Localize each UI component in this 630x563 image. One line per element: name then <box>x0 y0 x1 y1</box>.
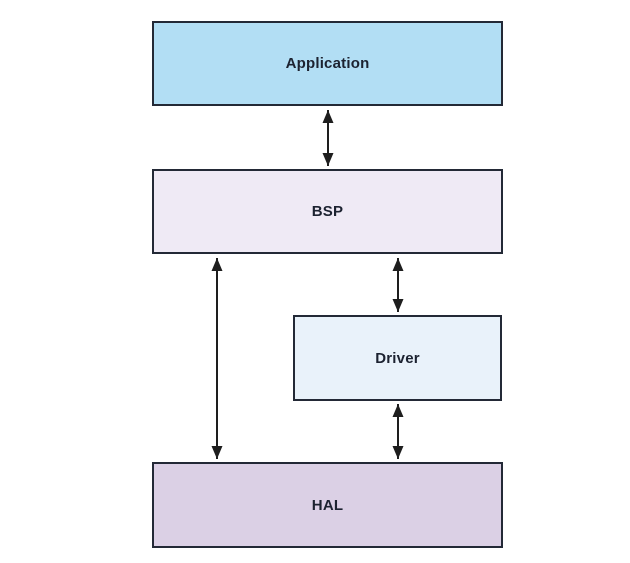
node-driver: Driver <box>293 315 502 401</box>
node-bsp: BSP <box>152 169 503 254</box>
node-application-label: Application <box>285 55 370 72</box>
node-application: Application <box>152 21 503 106</box>
node-bsp-label: BSP <box>311 203 344 220</box>
node-hal: HAL <box>152 462 503 548</box>
node-hal-label: HAL <box>311 496 344 514</box>
node-driver-label: Driver <box>375 349 420 367</box>
